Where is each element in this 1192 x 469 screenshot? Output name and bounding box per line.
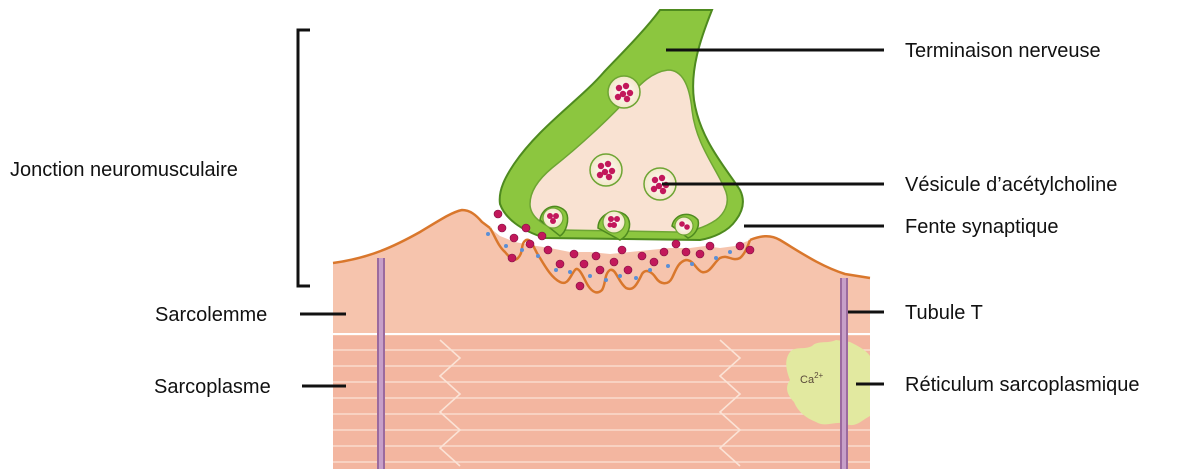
label-vesicule-acetylcholine: Vésicule d’acétylcholine [905, 174, 1117, 196]
vesicle [675, 217, 693, 235]
vesicle [603, 211, 625, 233]
muscle-fiber: Ca2+ [333, 210, 870, 469]
label-reticulum-sarcoplasmique: Réticulum sarcoplasmique [905, 374, 1140, 396]
label-tubule-t: Tubule T [905, 302, 983, 324]
label-jonction-neuromusculaire: Jonction neuromusculaire [10, 159, 238, 181]
label-sarcolemme: Sarcolemme [155, 304, 267, 326]
nerve-terminal [500, 10, 743, 240]
vesicle [590, 154, 622, 186]
vesicle [543, 208, 563, 228]
junction-bracket [298, 30, 310, 286]
label-sarcoplasme: Sarcoplasme [154, 376, 271, 398]
vesicle [608, 76, 640, 108]
label-terminaison-nerveuse: Terminaison nerveuse [905, 40, 1101, 62]
label-fente-synaptique: Fente synaptique [905, 216, 1058, 238]
